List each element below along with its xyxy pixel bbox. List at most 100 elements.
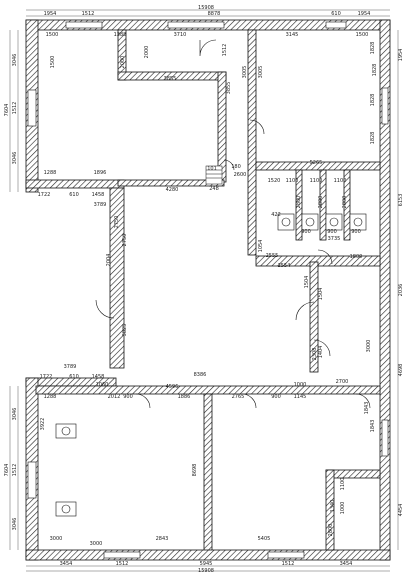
- room-dimension-label: 2800: [296, 196, 302, 209]
- dim-left-upper-2: 1512: [12, 102, 18, 115]
- room-dimension-label: 1060: [96, 382, 109, 388]
- room-dimension-label: 3005: [242, 66, 248, 79]
- room-dimension-label: 2843: [156, 536, 169, 542]
- dim-left-lower-2: 1512: [12, 464, 18, 477]
- room-dimension-label: 2012: [108, 394, 121, 400]
- dim-left-upper-total: 7604: [4, 104, 10, 117]
- room-dimension-label: 1404: [318, 346, 324, 359]
- room-dimension-label: 1800: [350, 254, 363, 260]
- room-dimension-label: 3000: [50, 536, 63, 542]
- room-dimension-label: 2555: [266, 253, 279, 259]
- room-dimension-label: 1828: [370, 42, 376, 55]
- room-dimension-label: 900: [271, 394, 281, 400]
- room-dimension-label: 1100: [286, 178, 299, 184]
- room-dimension-label: 4280: [166, 187, 179, 193]
- dim-right-5: 4454: [398, 504, 404, 517]
- room-dimension-label: 2800: [342, 196, 348, 209]
- room-dimension-label: 900: [351, 229, 361, 235]
- wall-hall-left: [109, 187, 125, 369]
- room-dimension-label: 1843: [364, 402, 370, 415]
- room-dimension-label: 2600: [234, 172, 247, 178]
- room-dimension-label: 3000: [366, 340, 372, 353]
- room-dimension-label: 1722: [38, 192, 51, 198]
- window-bottom-1: [103, 551, 141, 559]
- room-dimension-label: 3005: [258, 66, 264, 79]
- wall-bottom-outer: [25, 549, 391, 561]
- room-dimension-label: 3145: [286, 32, 299, 38]
- room-dimension-label: 900: [123, 394, 133, 400]
- room-dimension-label: 1100: [334, 178, 347, 184]
- dim-right-2: 6153: [398, 194, 404, 207]
- wall-bath-div-2: [319, 169, 327, 241]
- dim-top-seg-1: 1954: [44, 11, 57, 17]
- room-dimension-label: 2000: [144, 46, 150, 59]
- room-dimension-label: 1054: [258, 240, 264, 253]
- wall-lower-right-room-vert: [325, 469, 335, 551]
- wall-bath-div-3: [343, 169, 351, 241]
- windows: [27, 21, 389, 559]
- door-swing-9: [355, 393, 371, 409]
- dim-top-seg-2: 1512: [82, 11, 95, 17]
- wall-lower-horiz: [35, 385, 381, 395]
- room-dimension-label: 180: [231, 164, 241, 170]
- door-swing-10: [223, 159, 235, 171]
- fixtures: [55, 213, 367, 517]
- room-dimension-label: 3855: [226, 82, 232, 95]
- dim-left-lower-1: 3046: [12, 408, 18, 421]
- room-dimension-label: 1722: [40, 374, 53, 380]
- door-swing-4: [295, 301, 315, 321]
- dim-top-seg-4: 610: [331, 11, 341, 17]
- room-dimension-label: 1288: [44, 170, 57, 176]
- room-dimension-label: 3789: [94, 202, 107, 208]
- dim-bottom-seg-2: 1512: [116, 561, 129, 567]
- wall-bath-top: [255, 161, 381, 171]
- wall-center-vert: [247, 29, 257, 256]
- room-dimension-label: 1000: [294, 382, 307, 388]
- door-swing-5: [317, 249, 333, 265]
- room-dimension-label: 1458: [92, 192, 105, 198]
- wall-upper-step-vert: [217, 71, 227, 183]
- room-dimension-label: 1500: [50, 56, 56, 69]
- room-dimension-label: 1288: [44, 394, 57, 400]
- room-dimension-label: 3922: [40, 418, 46, 431]
- room-dimension-label: 1828: [372, 64, 378, 77]
- wall-upper-left-bottom: [25, 179, 125, 189]
- door-swing-2: [249, 119, 265, 135]
- room-dimension-label: 101: [207, 166, 217, 172]
- wall-hall-top: [117, 179, 225, 187]
- dim-right-4: 4698: [398, 364, 404, 377]
- dim-top-seg-3: 8878: [208, 11, 221, 17]
- room-dimension-label: 3789: [64, 364, 77, 370]
- sink-2-bowl: [61, 504, 71, 514]
- wall-right-mid: [309, 261, 319, 373]
- room-dimension-label: 248: [209, 186, 219, 192]
- room-dimension-label: 1512: [222, 44, 228, 57]
- room-dimension-label: 422: [271, 212, 281, 218]
- room-dimension-label: 900: [327, 229, 337, 235]
- room-dimension-label: 3855: [164, 76, 177, 82]
- room-dimension-label: 8386: [194, 372, 207, 378]
- window-top-2: [167, 21, 225, 29]
- stairs: [205, 165, 223, 185]
- dim-left-lower-total: 7604: [4, 464, 10, 477]
- door-swing-1: [199, 39, 217, 57]
- door-swing-6: [313, 339, 331, 357]
- room-dimension-label: 1828: [370, 94, 376, 107]
- dimension-lines: [9, 9, 399, 572]
- room-dimension-label: 1504: [304, 276, 310, 289]
- room-dimension-label: 1828: [370, 132, 376, 145]
- room-dimension-label: 1000: [340, 502, 346, 515]
- room-dimension-label: 2765: [232, 394, 245, 400]
- doors: [95, 39, 371, 409]
- room-dimension-label: 5405: [258, 536, 271, 542]
- room-dimension-label: 1843: [370, 420, 376, 433]
- room-dimension-label: 1500: [356, 32, 369, 38]
- room-dimension-label: 1340: [330, 500, 336, 513]
- room-dimension-label: 2750: [114, 216, 120, 229]
- room-dimension-label: 4596: [166, 384, 179, 390]
- wall-bath-div-1: [295, 169, 303, 241]
- window-left-1: [27, 89, 37, 127]
- room-dimension-label: 1886: [178, 394, 191, 400]
- room-dimension-label: 3710: [174, 32, 187, 38]
